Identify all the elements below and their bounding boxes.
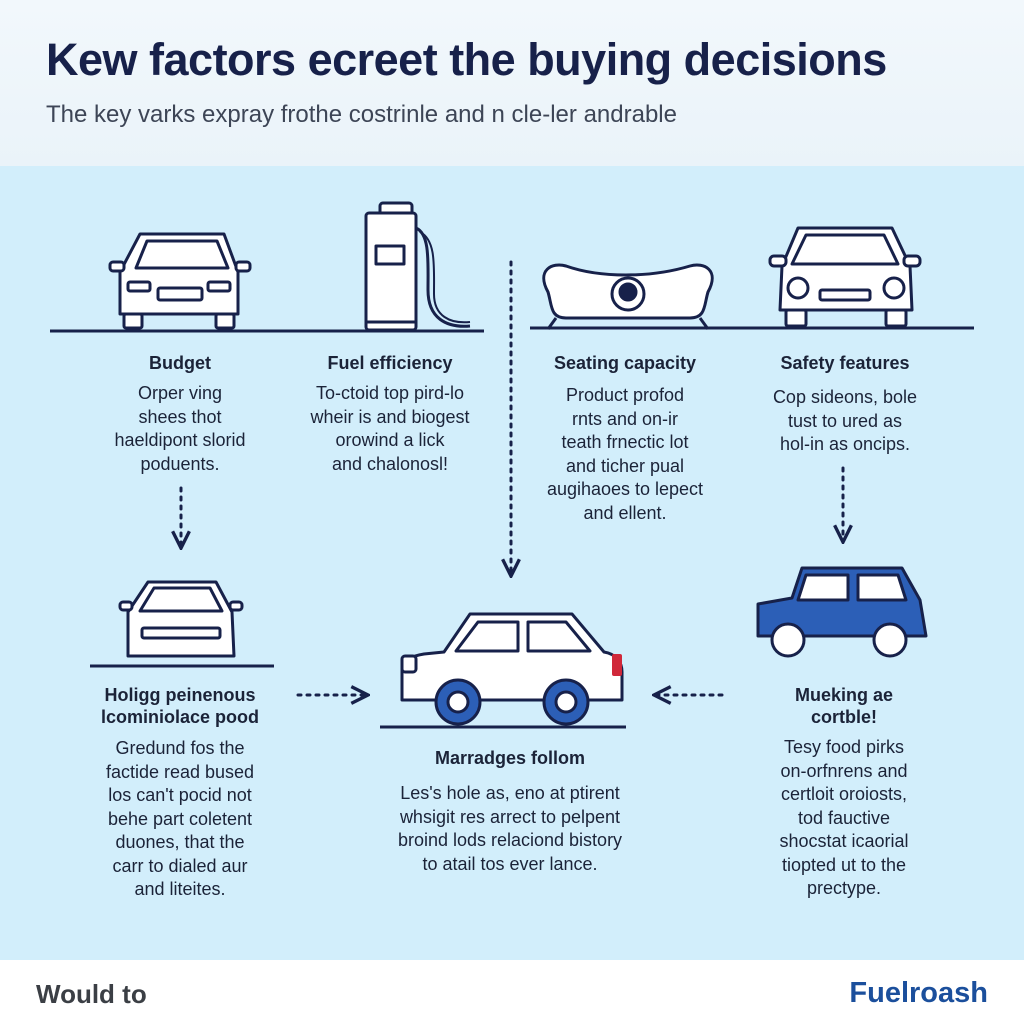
factor-body-fuel: To-ctoid top pird-lo wheir is and bioges… (310, 383, 470, 474)
footer: Would to Fuelroash (0, 960, 1024, 1024)
page-subtitle: The key varks expray frothe costrinle an… (46, 101, 677, 128)
fuel-pump-icon (364, 201, 471, 332)
factor-title-fuel: Fuel efficiency (327, 353, 453, 373)
car-front-icon (108, 232, 252, 330)
factor-body-budget: Orper ving shees thot haeldipont slorid … (114, 383, 246, 474)
car-front-lower-icon (118, 580, 244, 658)
car-front-safety-icon (768, 226, 922, 328)
factor-body-safety: Cop sideons, bole tust to ured as hol-in… (772, 387, 918, 454)
factor-title-budget: Budget (149, 353, 211, 373)
footer-text: Would to (36, 979, 147, 1009)
factor-body-seating: Product profod rnts and on-ir teath frne… (546, 385, 704, 523)
lower-left-body: Gredund fos the factide read bused los c… (105, 738, 255, 899)
factor-title-safety: Safety features (780, 353, 910, 373)
seat-icon (542, 263, 714, 330)
factor-title-seating: Seating capacity (553, 353, 697, 373)
lower-right-body: Tesy food pirks on-orfnrens and certloit… (779, 737, 909, 898)
header (0, 0, 1024, 166)
page-title: Kew factors ecreet the buying decisions (46, 34, 887, 85)
lower-left-title: Holigg peinenous lcominiolace pood (100, 685, 260, 727)
lower-center-title: Marradges follom (434, 748, 586, 768)
brand-logo[interactable]: Fuelroash (849, 977, 988, 1009)
blue-hatchback-icon (756, 566, 928, 658)
sedan-car-icon (400, 612, 624, 726)
lower-right-title: Mueking ae cortble! (794, 685, 894, 727)
lower-center-body: Les's hole as, eno at ptirent whsigit re… (397, 783, 623, 874)
